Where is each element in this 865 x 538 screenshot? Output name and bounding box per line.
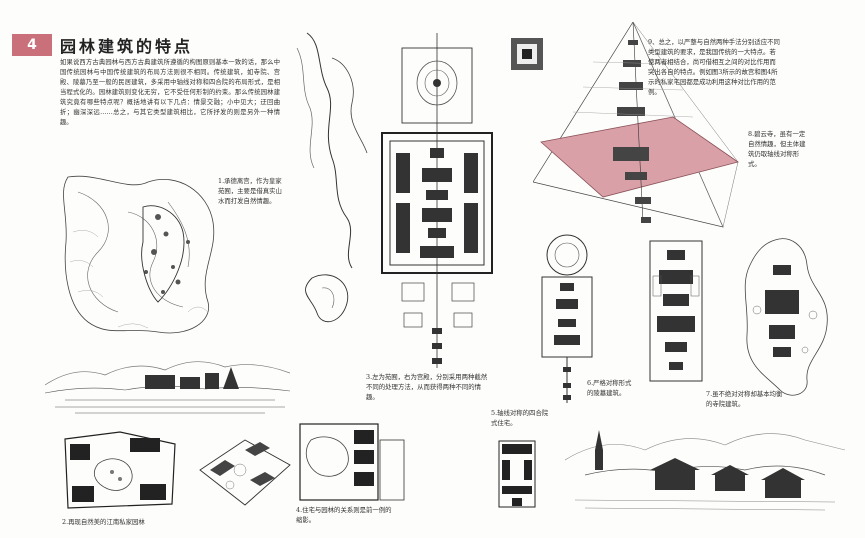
caption-2: 2.再现自然美的江南私家园林	[62, 518, 145, 526]
figure-courtyard-house-plan	[498, 440, 536, 508]
caption-1: 1.承德离宫，作为皇家苑囿，主要是借真实山水而打发自然情趣。	[218, 177, 282, 205]
chapter-number-badge: 4	[12, 34, 52, 56]
figure-landscape-sketch	[45, 345, 290, 420]
figure-jiangnan-garden-plan	[60, 424, 180, 512]
caption-9: 9、总之，以严整与自然两种手法分别适应不同类型建筑的要求，是我国传统的一大特点。…	[648, 38, 780, 96]
caption-4: 4.住宅与园林的关系则是前一例的缩影。	[296, 506, 392, 524]
figure-palace-garden-plan	[292, 28, 507, 370]
figure-axis-pyramid	[533, 22, 743, 242]
intro-paragraph: 如果说西方古典园林与西方古典建筑所遵循的构图原则基本一致的话，那么中国传统园林与…	[60, 59, 280, 126]
figure-tomb-plan	[534, 233, 600, 405]
caption-5: 5.轴线对称的四合院式住宅。	[491, 409, 549, 427]
figure-mountain-temple-sketch	[565, 420, 845, 520]
caption-3: 3.左为苑囿，右为宫殿，分别采用两种截然不同的处理方法，从而获得两种不同的情趣。	[366, 373, 488, 401]
caption-8: 8.碧云寺，虽有一定自然情趣，但主体建筑仍取轴线对称形式。	[748, 130, 806, 168]
figure-biyun-temple-plan	[735, 235, 835, 400]
caption-6: 6.严格对称形式的陵墓建筑。	[587, 379, 632, 397]
caption-7: 7.虽不绝对对称却基本均衡的寺院建筑。	[706, 390, 783, 408]
figure-temple-plan	[645, 236, 707, 386]
figure-small-square-plan	[510, 37, 544, 71]
figure-garden-axonometric	[190, 430, 295, 512]
page-title: 园林建筑的特点	[60, 37, 194, 56]
figure-residence-garden-plan	[296, 420, 408, 505]
figure-chengde-plan	[58, 172, 220, 340]
